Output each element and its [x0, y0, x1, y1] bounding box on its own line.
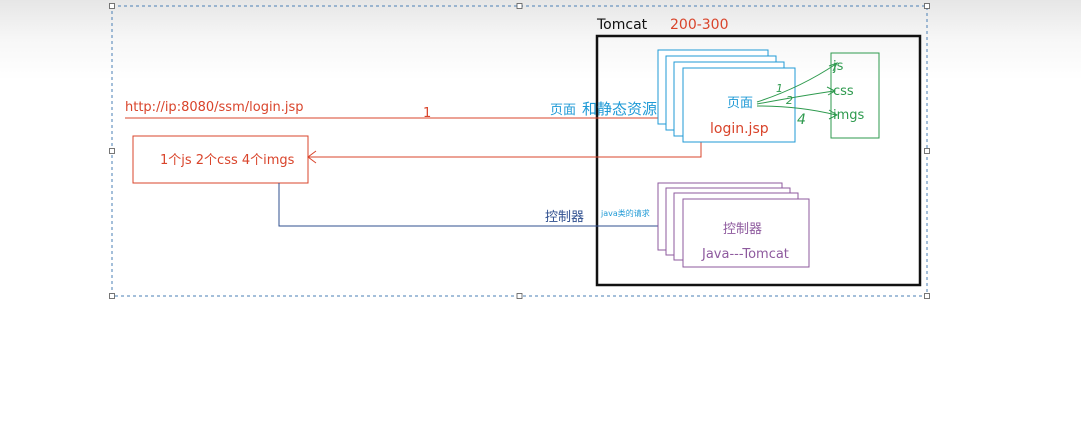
handwritten-mark-2: 2: [786, 94, 793, 107]
selection-frame[interactable]: [109, 3, 930, 299]
tomcat-range-label: 200-300: [670, 17, 729, 33]
client-resources-box: [132, 135, 309, 184]
resize-handle-bottom-left[interactable]: [109, 293, 115, 299]
resources-box: [830, 52, 880, 139]
controller-request-label: 控制器: [545, 210, 584, 225]
handwritten-mark-1: 1: [776, 82, 783, 95]
resize-handle-right[interactable]: [924, 148, 930, 154]
tomcat-label: Tomcat: [596, 17, 648, 33]
resize-handles[interactable]: [109, 3, 930, 299]
handwritten-mark-4: 4: [797, 112, 806, 128]
arrow-to-imgs: [756, 105, 837, 116]
client-resources-text: 1个js 2个css 4个imgs: [160, 153, 295, 168]
arrowhead-css: [826, 86, 837, 96]
controller-box-front: [682, 198, 810, 268]
page-box-title: 页面: [727, 96, 753, 111]
controller-request-sublabel: java类的请求: [600, 208, 650, 218]
page-box-file: login.jsp: [710, 121, 769, 137]
resource-css-label: css: [833, 84, 854, 99]
arrowhead-js: [828, 62, 839, 72]
static-request-label-b: 和静态资源: [582, 100, 657, 118]
controller-request-line: [278, 183, 684, 227]
controller-box-subtitle: Java---Tomcat: [701, 247, 789, 262]
controller-box-title: 控制器: [723, 222, 762, 237]
arrow-to-css: [756, 90, 835, 105]
tomcat-server-box: [595, 34, 922, 287]
resource-fetch-arrows: [756, 62, 839, 120]
resize-handle-bottom-right[interactable]: [924, 293, 930, 299]
resize-handle-bottom[interactable]: [516, 293, 523, 299]
resource-js-label: js: [832, 59, 844, 74]
response-arrowhead: [307, 150, 317, 164]
url-label: http://ip:8080/ssm/login.jsp: [125, 100, 304, 115]
static-request-label-a: 页面: [550, 103, 576, 118]
resize-handle-left[interactable]: [109, 148, 115, 154]
resource-imgs-label: imgs: [833, 108, 865, 123]
response-arrow-line: [308, 142, 702, 158]
resize-handle-top-right[interactable]: [924, 3, 930, 9]
arrow-to-js: [756, 63, 837, 103]
resize-handle-top[interactable]: [516, 3, 523, 9]
controller-box-stack: [657, 182, 810, 268]
step-number-label: 1: [423, 106, 431, 121]
arrowhead-imgs: [828, 109, 839, 120]
resize-handle-top-left[interactable]: [109, 3, 115, 9]
page-box-front: [682, 67, 796, 143]
